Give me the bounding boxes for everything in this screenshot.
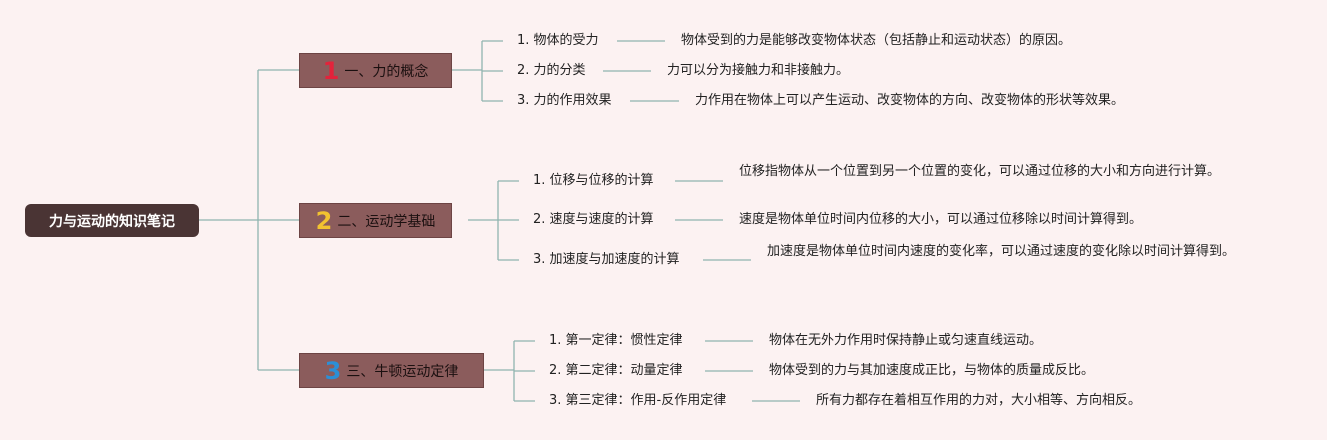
topic-item[interactable]: 1. 第一定律：惯性定律 — [549, 333, 683, 348]
branch-node-3[interactable]: 3 三、牛顿运动定律 — [299, 353, 484, 388]
number-badge-3: 3 — [324, 356, 342, 385]
topic-description: 物体在无外力作用时保持静止或匀速直线运动。 — [769, 333, 1043, 348]
topic-description: 力作用在物体上可以产生运动、改变物体的方向、改变物体的形状等效果。 — [695, 93, 1125, 108]
topic-item[interactable]: 1. 物体的受力 — [517, 33, 599, 48]
topic-description: 位移指物体从一个位置到另一个位置的变化，可以通过位移的大小和方向进行计算。 — [739, 164, 1221, 179]
branch-node-2[interactable]: 2 二、运动学基础 — [299, 203, 452, 238]
topic-description: 物体受到的力与其加速度成正比，与物体的质量成反比。 — [769, 363, 1095, 378]
topic-description: 速度是物体单位时间内位移的大小，可以通过位移除以时间计算得到。 — [739, 212, 1143, 227]
branch-label: 二、运动学基础 — [337, 213, 436, 230]
topic-item[interactable]: 2. 第二定律：动量定律 — [549, 363, 683, 378]
topic-description: 力可以分为接触力和非接触力。 — [667, 63, 850, 78]
topic-item[interactable]: 2. 力的分类 — [517, 63, 586, 78]
topic-description: 物体受到的力是能够改变物体状态（包括静止和运动状态）的原因。 — [681, 33, 1072, 48]
number-badge-2: 2 — [315, 206, 333, 235]
branch-node-1[interactable]: 1 一、力的概念 — [299, 53, 452, 88]
topic-item[interactable]: 2. 速度与速度的计算 — [533, 212, 654, 227]
root-label: 力与运动的知识笔记 — [49, 213, 175, 230]
topic-item[interactable]: 3. 第三定律：作用-反作用定律 — [549, 393, 727, 408]
topic-description: 所有力都存在着相互作用的力对，大小相等、方向相反。 — [816, 393, 1142, 408]
branch-label: 三、牛顿运动定律 — [346, 363, 459, 380]
topic-item[interactable]: 3. 力的作用效果 — [517, 93, 612, 108]
branch-label: 一、力的概念 — [344, 63, 429, 80]
topic-item[interactable]: 3. 加速度与加速度的计算 — [533, 252, 680, 267]
number-badge-1: 1 — [322, 56, 340, 85]
root-node[interactable]: 力与运动的知识笔记 — [25, 204, 199, 237]
topic-item[interactable]: 1. 位移与位移的计算 — [533, 173, 654, 188]
topic-description: 加速度是物体单位时间内速度的变化率，可以通过速度的变化除以时间计算得到。 — [767, 244, 1236, 259]
